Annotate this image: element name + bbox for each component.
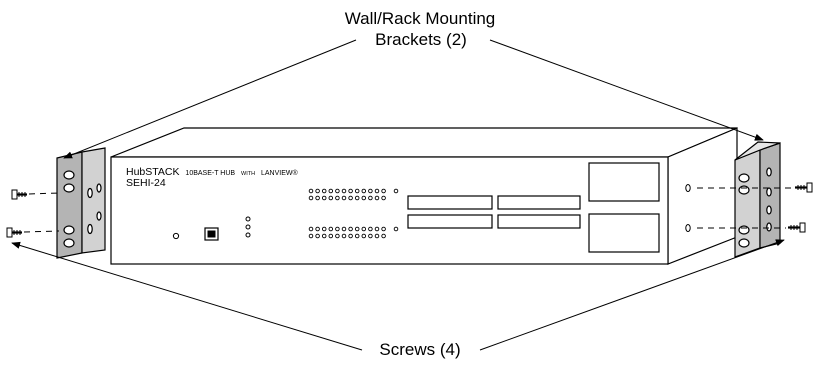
expansion-slot (407, 214, 493, 229)
port-led (348, 195, 353, 201)
port-led (308, 188, 314, 194)
port-led (335, 188, 340, 194)
port-led (321, 188, 327, 194)
status-led (172, 232, 180, 240)
alignment-lines (23, 187, 793, 233)
port-led (321, 226, 327, 232)
mounting-bracket-icon (56, 147, 106, 259)
port-led (381, 188, 386, 194)
port-led (315, 195, 320, 201)
port-led (321, 233, 327, 239)
port-led (361, 226, 367, 232)
port-led (374, 195, 380, 201)
port-led (321, 195, 327, 201)
port-led-rows (308, 188, 399, 239)
left-bracket-side (81, 147, 106, 254)
activity-leds (245, 216, 251, 238)
port-led (308, 195, 314, 201)
port-led (348, 188, 353, 194)
port-led (381, 195, 386, 201)
hub-model-label: SEHI-24 (126, 177, 166, 189)
bracket-arrow-left (63, 39, 357, 159)
expansion-slot (407, 195, 493, 210)
port-led (348, 226, 353, 232)
port-led (361, 195, 367, 201)
hub-chassis (110, 127, 738, 265)
port-led (354, 188, 360, 194)
expansion-slot (497, 214, 581, 229)
lower-panel (588, 213, 660, 253)
port-led (393, 226, 399, 232)
port-led (328, 233, 334, 239)
screw-icon (788, 222, 806, 233)
brackets-callout-line2: Brackets (2) (375, 30, 467, 49)
port-led (368, 195, 373, 201)
screw-arrow-right (479, 239, 785, 351)
expansion-slots (407, 195, 581, 229)
screw-arrow-left (11, 241, 363, 351)
port-led (328, 195, 334, 201)
port-led (361, 188, 367, 194)
bracket-arrow-right (489, 39, 764, 141)
hub-mount-holes (685, 184, 691, 232)
port-led (354, 195, 360, 201)
port-led (368, 226, 373, 232)
screws-callout: Screws (4) (379, 340, 460, 359)
port-led (368, 233, 373, 239)
hub-front-panel (110, 156, 669, 265)
port-led (341, 195, 347, 201)
port-led (335, 226, 340, 232)
right-panels (588, 162, 660, 253)
rj45-port-icon (204, 227, 219, 241)
port-led (335, 195, 340, 201)
port-led (341, 226, 347, 232)
port-led (348, 233, 353, 239)
port-led (381, 226, 386, 232)
expansion-slot (497, 195, 581, 210)
port-led (315, 226, 320, 232)
screw-icon (6, 227, 22, 238)
port-led (393, 188, 399, 194)
port-led (315, 188, 320, 194)
port-led (374, 233, 380, 239)
port-led (315, 233, 320, 239)
port-led (335, 233, 340, 239)
upper-panel (588, 162, 660, 202)
mounting-bracket-icon (734, 141, 781, 258)
port-led (361, 233, 367, 239)
port-led (341, 188, 347, 194)
hub-brand-label: HubSTACK 10BASE-T HUB WITH LANVIEW® (126, 166, 299, 178)
port-led (328, 226, 334, 232)
port-led (381, 233, 386, 239)
port-led (308, 233, 314, 239)
port-led (328, 188, 334, 194)
port-led (374, 188, 380, 194)
hub-top-face (110, 127, 738, 158)
port-led (368, 188, 373, 194)
port-led (354, 226, 360, 232)
port-led (354, 233, 360, 239)
callout-arrows (11, 39, 785, 351)
right-bracket-top (734, 141, 781, 161)
port-led (341, 233, 347, 239)
screw-icon (795, 182, 813, 193)
screw-icon (11, 189, 27, 200)
port-led (374, 226, 380, 232)
port-led (308, 226, 314, 232)
brackets-callout-line1: Wall/Rack Mounting (345, 9, 496, 28)
